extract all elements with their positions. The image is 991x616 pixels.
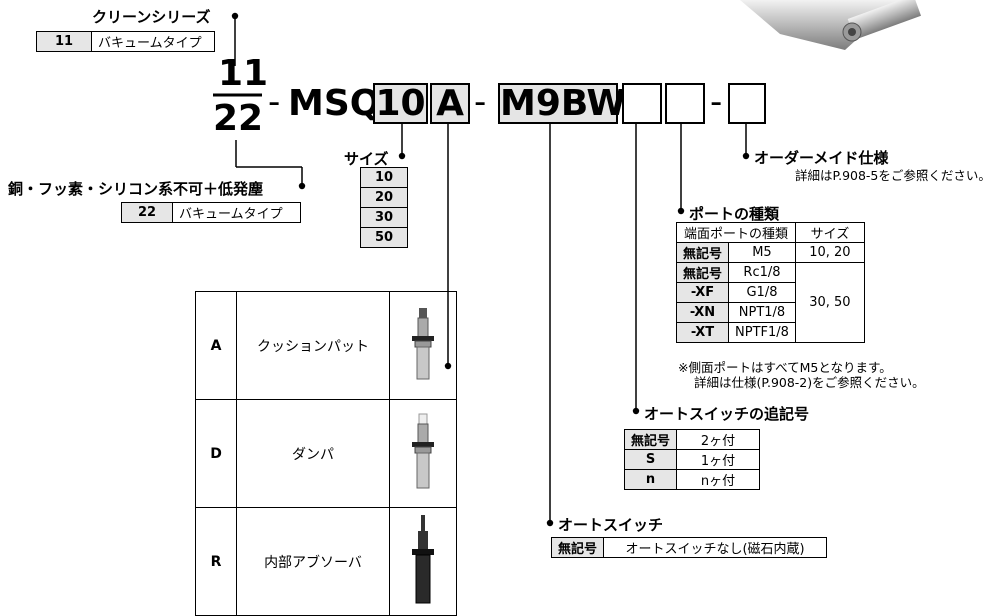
switch-count-desc-2: nヶ付 (676, 469, 761, 490)
port-code-3: -XN (675, 302, 730, 323)
port-type-2: G1/8 (728, 282, 796, 303)
absorber-code-a: A (195, 291, 237, 400)
auto-switch-table: 無記号 オートスイッチなし(磁石内蔵) (550, 537, 828, 558)
absorber-desc-a: クッションパット (236, 291, 390, 400)
port-type-3: NPT1/8 (728, 302, 796, 323)
dash-3: - (710, 82, 723, 122)
auto-switch-code: 無記号 (550, 537, 605, 558)
internal-absorber-photo (389, 507, 457, 616)
internal-absorber-icon (412, 514, 434, 603)
switch-count-code-0: 無記号 (623, 429, 678, 450)
switch-count-box (622, 83, 662, 124)
size-20: 20 (360, 187, 408, 208)
port-code-4: -XT (675, 322, 730, 343)
switch-count-code-1: S (623, 449, 678, 470)
port-code-1: 無記号 (675, 262, 730, 283)
absorber-desc-d: ダンパ (236, 399, 390, 508)
order-made-box (728, 83, 766, 124)
port-note-2: 詳細は仕様(P.908-2)をご参照ください。 (694, 375, 925, 390)
copper-free-table: 22 バキュームタイプ (121, 202, 301, 223)
clean-series-heading: クリーンシリーズ (92, 8, 211, 26)
port-size-0: 10, 20 (794, 242, 865, 263)
size-30: 30 (360, 207, 408, 228)
order-made-note: 詳細はP.908-5をご参照ください。 (795, 168, 991, 183)
switch-box: M9BW (498, 83, 627, 124)
switch-count-desc-1: 1ヶ付 (676, 449, 761, 470)
size-box: 10 (373, 83, 428, 124)
port-col2: サイズ (794, 222, 865, 243)
prefix-bottom: 22 (213, 98, 264, 139)
switch-count-table: 無記号 2ヶ付 S 1ヶ付 n nヶ付 (623, 429, 761, 490)
cushion-pad-icon (412, 307, 434, 379)
size-heading: サイズ (344, 150, 389, 168)
copper-free-heading: 銅・フッ素・シリコン系不可＋低発塵 (8, 180, 264, 198)
size-10: 10 (360, 167, 408, 188)
port-col1: 端面ポートの種類 (676, 222, 796, 243)
connector-lines (213, 12, 750, 527)
port-heading: ポートの種類 (689, 205, 780, 223)
port-size-1: 30, 50 (794, 262, 865, 343)
damper-photo (389, 399, 457, 508)
absorber-table: A クッションパット D ダンパ R 内部アブソーバ (195, 291, 457, 616)
cushion-pad-photo (389, 291, 457, 400)
absorber-code-r: R (195, 507, 237, 616)
size-table: 10 20 30 50 (360, 167, 408, 248)
size-50: 50 (360, 227, 408, 248)
clean-series-desc: バキュームタイプ (91, 31, 215, 52)
port-type-1: Rc1/8 (728, 262, 796, 283)
port-code-0: 無記号 (675, 242, 730, 263)
dash-1: - (268, 82, 281, 122)
damper-icon (412, 413, 434, 488)
auto-switch-desc: オートスイッチなし(磁石内蔵) (603, 537, 828, 558)
absorber-desc-r: 内部アブソーバ (236, 507, 390, 616)
copper-free-code: 22 (121, 202, 173, 223)
switch-count-desc-0: 2ヶ付 (676, 429, 761, 450)
port-note-1: ※側面ポートはすべてM5となります。 (678, 360, 892, 375)
port-table: 端面ポートの種類 サイズ 無記号 M5 10, 20 無記号 Rc1/8 30,… (675, 222, 865, 343)
port-box (665, 83, 705, 124)
dash-2: - (474, 82, 487, 122)
product-photo (740, 0, 922, 50)
absorber-code-d: D (195, 399, 237, 508)
prefix-top: 11 (218, 53, 269, 94)
port-type-0: M5 (728, 242, 796, 263)
auto-switch-heading: オートスイッチ (558, 516, 664, 534)
port-type-4: NPTF1/8 (728, 322, 796, 343)
series-code: MSQ (288, 83, 381, 124)
order-made-heading: オーダーメイド仕様 (754, 149, 889, 167)
clean-series-table: 11 バキュームタイプ (36, 31, 215, 52)
type-box: A (430, 83, 470, 124)
switch-count-code-2: n (623, 469, 678, 490)
clean-series-code: 11 (36, 31, 92, 52)
switch-count-heading: オートスイッチの追記号 (644, 405, 810, 423)
port-code-2: -XF (675, 282, 730, 303)
copper-free-desc: バキュームタイプ (172, 202, 301, 223)
